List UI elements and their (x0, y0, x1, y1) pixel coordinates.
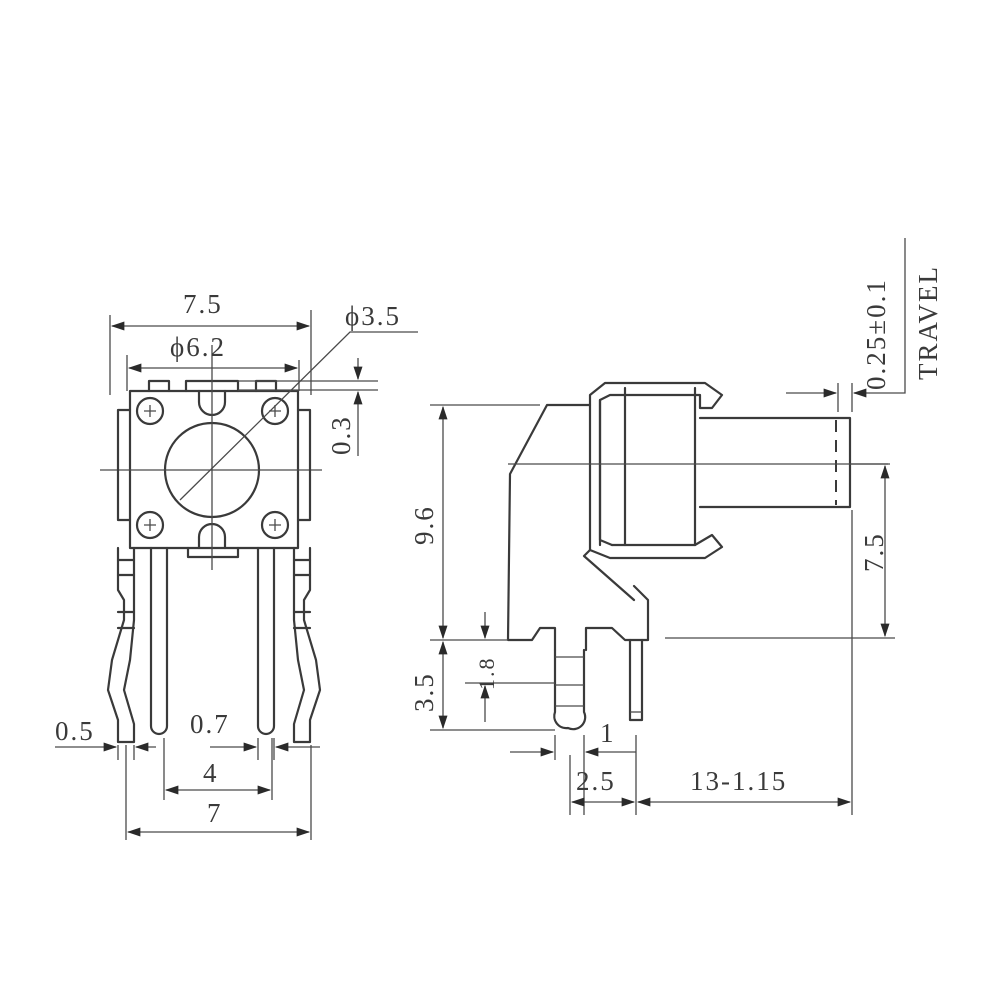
front-view (100, 331, 418, 744)
dim-inner-lead-width: 0.7 (190, 709, 230, 739)
dim-actuator-outer-diameter: ϕ6.2 (170, 332, 226, 362)
side-view (506, 381, 888, 731)
dim-inner-lead-pitch: 4 (203, 758, 219, 788)
dim-pin-spacing: 2.5 (576, 766, 616, 796)
dim-side-lead-width: 0.5 (55, 716, 95, 746)
corner-marks (135, 396, 290, 540)
dim-travel-value: 0.25±0.1 (861, 278, 891, 390)
dim-top-offset: 0.3 (326, 415, 356, 455)
dim-stem-offset: 1.8 (474, 657, 499, 691)
dim-actuator-center: 7.5 (859, 532, 889, 572)
dim-stem-height: 3.5 (409, 672, 439, 712)
side-housing (506, 403, 592, 652)
dim-actuator-length: 13-1.15 (690, 766, 787, 796)
dim-body-width: 7.5 (183, 289, 223, 319)
dim-pin-offset: 1 (600, 718, 616, 748)
front-dimensions: 7.5 ϕ6.2 ϕ3.5 0.3 0.5 0.7 4 7 (55, 289, 401, 840)
dim-body-height: 9.6 (409, 505, 439, 545)
side-dimensions: 9.6 3.5 1.8 7.5 0.25±0.1 TRAVEL 1 2.5 (409, 238, 943, 815)
dim-travel-label: TRAVEL (913, 265, 943, 380)
dim-outer-lead-pitch: 7 (207, 798, 223, 828)
dim-actuator-inner-diameter: ϕ3.5 (345, 301, 401, 331)
side-plunger (698, 416, 852, 509)
